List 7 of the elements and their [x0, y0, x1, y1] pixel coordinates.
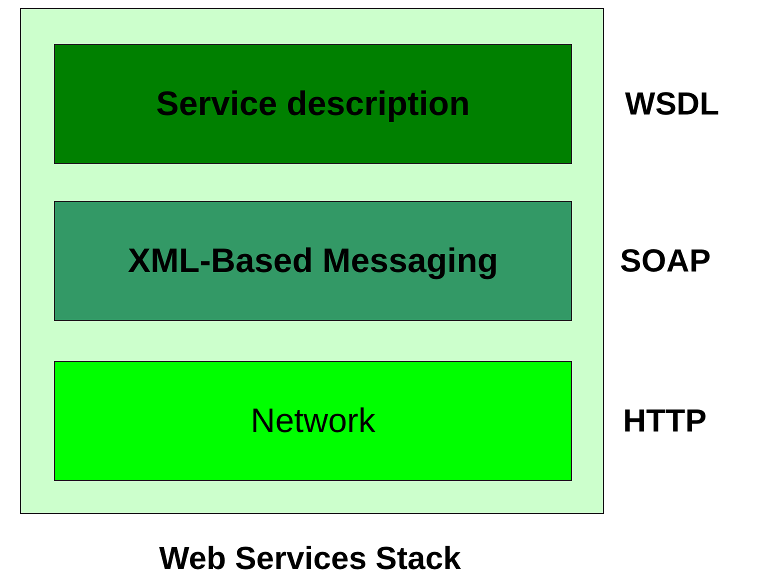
caption: Web Services Stack: [158, 540, 462, 577]
protocol-label: SOAP: [620, 242, 711, 280]
protocol-label: WSDL: [625, 86, 720, 122]
protocol-label: HTTP: [623, 402, 707, 440]
layer-label: Service description: [156, 84, 470, 124]
layer-label: XML-Based Messaging: [128, 242, 498, 280]
layer-label: Network: [250, 402, 376, 440]
